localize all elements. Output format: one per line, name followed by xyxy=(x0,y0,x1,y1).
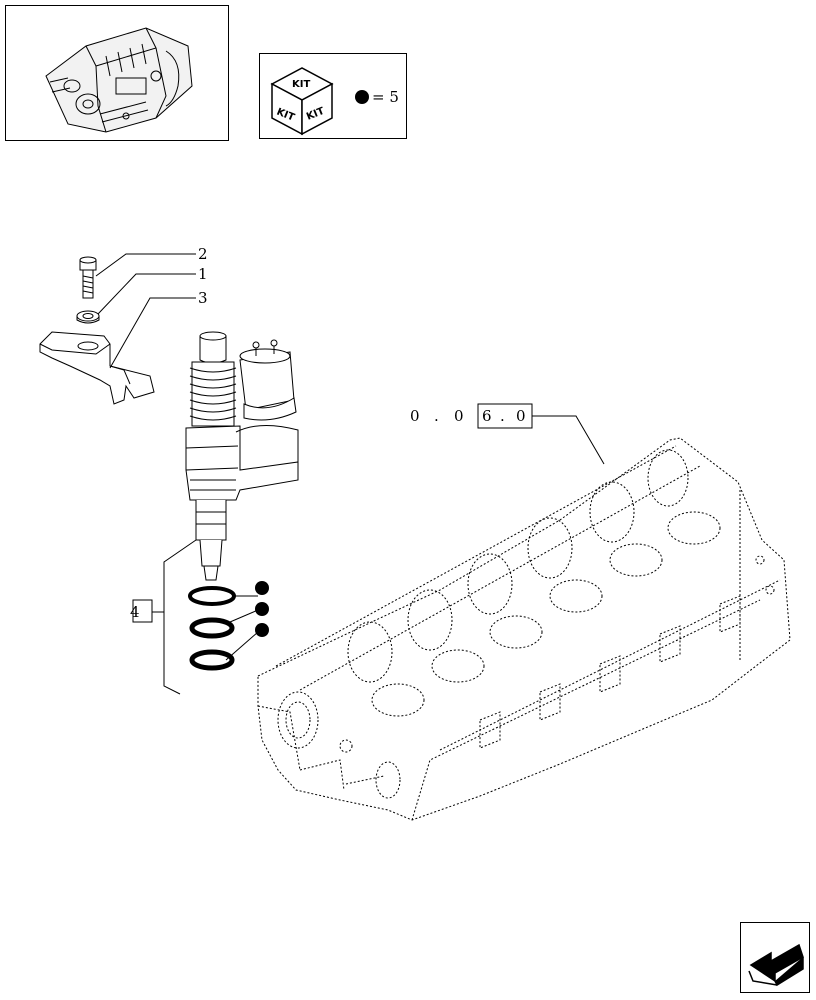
seal-rings xyxy=(188,586,236,671)
kit-dot-seal-1 xyxy=(255,581,269,595)
ref-digit: . xyxy=(500,407,505,425)
leader-seal-2 xyxy=(229,609,259,623)
next-page-button[interactable] xyxy=(740,922,810,993)
leader-ref xyxy=(532,415,605,465)
ref-digit: 0 xyxy=(410,407,420,425)
leader-item-2 xyxy=(95,253,196,277)
washer-part xyxy=(76,310,100,324)
rocker-bracket-part xyxy=(39,331,155,405)
kit-dot-seal-3 xyxy=(255,623,269,637)
next-page-arrow-icon[interactable] xyxy=(741,923,811,994)
ref-digit: 0 xyxy=(454,407,464,425)
kit-label-top: KIT xyxy=(292,79,310,90)
cylinder-head-part xyxy=(257,437,791,821)
leader-item-4-bracket xyxy=(163,539,197,695)
filled-dot-icon xyxy=(355,90,369,104)
callout-2: 2 xyxy=(198,245,208,263)
callout-1: 1 xyxy=(198,265,208,283)
kit-legend-frame: KIT KIT KIT = 5 xyxy=(259,53,407,139)
engine-thumbnail-frame xyxy=(5,5,229,141)
leader-item-1 xyxy=(97,273,196,315)
ref-digit: 0 xyxy=(516,407,526,425)
kit-count-text: = 5 xyxy=(372,88,399,106)
ref-digit: . xyxy=(434,407,439,425)
unit-injector-part xyxy=(185,331,299,581)
ref-digit: 6 xyxy=(482,407,492,425)
ref-box xyxy=(477,403,533,429)
screw-part xyxy=(79,256,97,299)
leader-item-3 xyxy=(109,297,196,369)
ref-number: 0 . 0 6 . 0 xyxy=(410,407,526,425)
leader-seal-3 xyxy=(225,631,259,661)
callout-3: 3 xyxy=(198,289,208,307)
callout-4: 4 xyxy=(130,603,140,621)
kit-dot-seal-2 xyxy=(255,602,269,616)
kit-legend: KIT KIT KIT = 5 xyxy=(270,67,399,136)
callout-box-4 xyxy=(132,599,153,623)
kit-box-icon: KIT KIT KIT xyxy=(270,67,334,136)
engine-icon xyxy=(45,27,193,133)
